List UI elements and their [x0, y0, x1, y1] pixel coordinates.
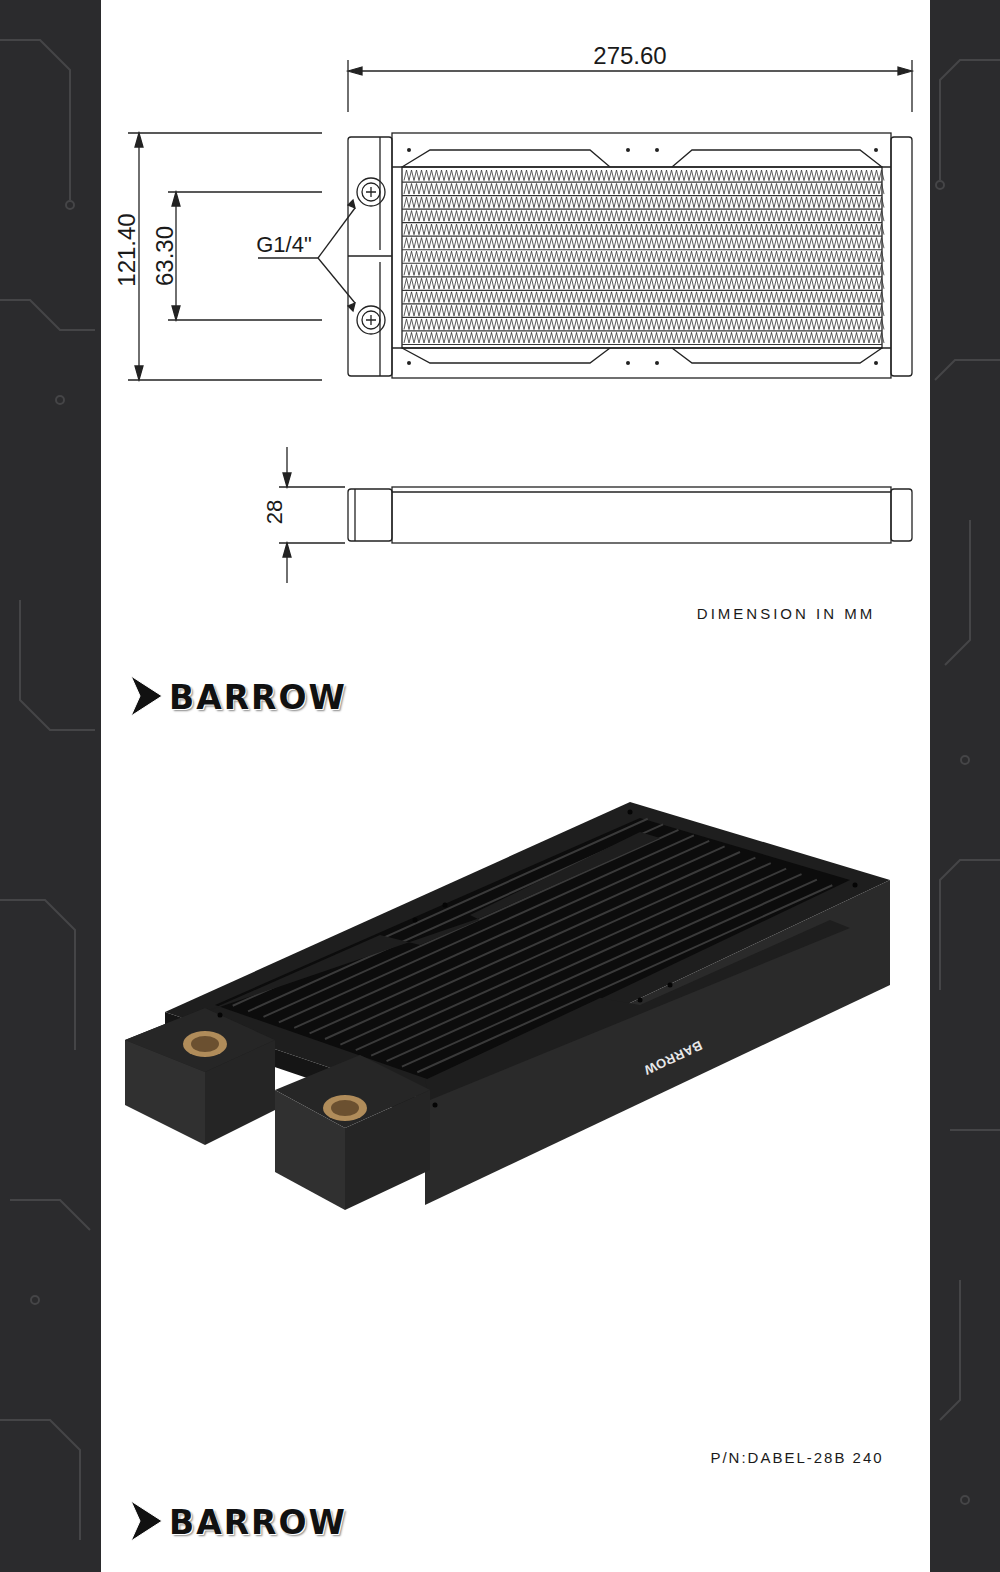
fin-tube [279, 835, 694, 1022]
fin-row [404, 224, 884, 235]
tube-line [402, 181, 882, 182]
tube-line [402, 236, 882, 237]
fin-row [404, 197, 884, 208]
tube-line [402, 209, 882, 210]
tube-line [402, 222, 882, 223]
tube-line [402, 344, 882, 345]
fin-tube [294, 841, 709, 1028]
brand-logo: BARROW [169, 681, 347, 714]
dimension-value: 121.40 [115, 213, 139, 286]
tube-line [402, 276, 882, 277]
fin-row [404, 211, 884, 222]
tube-line [402, 290, 882, 291]
tube-line [402, 317, 882, 318]
fin-row [404, 170, 884, 181]
brand-logo: BARROW [169, 1506, 347, 1539]
fin-row [404, 238, 884, 249]
unit-note: DIMENSION IN MM [697, 606, 875, 621]
fin-row [404, 184, 884, 195]
dimension-value: 63.30 [153, 226, 177, 286]
tube-line [402, 249, 882, 250]
fin-row [404, 265, 884, 276]
thread-callout: G1/4" [256, 234, 312, 256]
tube-line [402, 303, 882, 304]
tube-line [402, 195, 882, 196]
fin-row [404, 332, 884, 343]
fin-tube [402, 880, 817, 1067]
dimension-value: 275.60 [593, 44, 666, 68]
fin-row [404, 292, 884, 303]
dimension-value: 28 [264, 500, 286, 524]
fin-row [404, 305, 884, 316]
tube-line [402, 330, 882, 331]
fin-row [404, 278, 884, 289]
part-number: P/N:DABEL-28B 240 [710, 1450, 883, 1465]
fin-row [404, 319, 884, 330]
fin-row [404, 251, 884, 262]
tube-line [402, 263, 882, 264]
